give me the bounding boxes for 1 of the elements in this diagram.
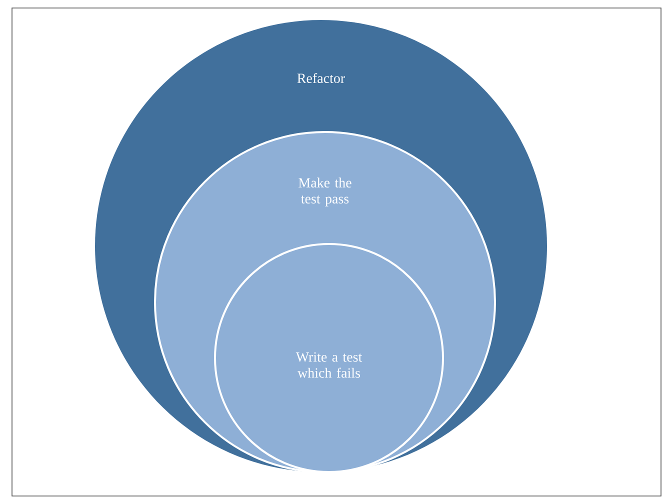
node-label: Write a test which fails <box>296 352 362 378</box>
